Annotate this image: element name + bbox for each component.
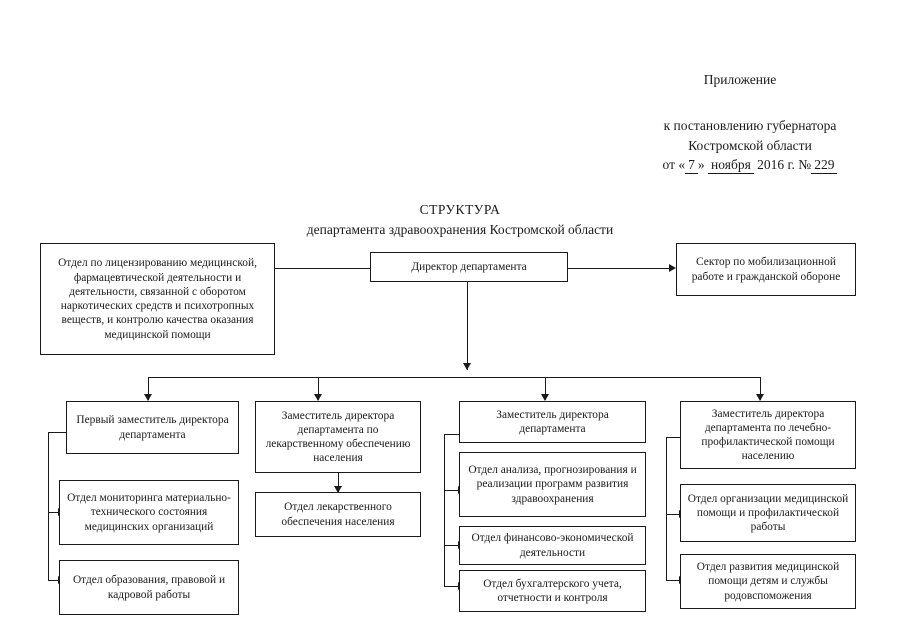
edge-director-stem xyxy=(467,282,468,370)
doc-number: 229 xyxy=(811,157,838,174)
date-month: ноября xyxy=(708,157,754,174)
date-quote-close: » xyxy=(697,157,705,173)
title-line-2: департамента здравоохранения Костромской… xyxy=(306,222,614,238)
arrowhead-col2 xyxy=(314,394,322,401)
rail-col3-branch-analysis xyxy=(444,490,459,491)
node-dept-education[interactable]: Отдел образования, правовой и кадровой р… xyxy=(59,560,239,615)
rail-col3-vertical xyxy=(444,434,445,586)
decree-reference: к постановлению губернатора Костромской … xyxy=(620,116,880,175)
node-mobilization-label: Сектор по мобилизационной работе и гражд… xyxy=(691,256,841,283)
node-dept-monitoring-label: Отдел мониторинга материально-техническо… xyxy=(67,492,231,533)
edge-drop-col1 xyxy=(148,377,149,400)
node-dept-analysis[interactable]: Отдел анализа, прогнозирования и реализа… xyxy=(459,452,646,517)
date-year: 2016 г. № xyxy=(757,157,812,173)
node-dept-education-label: Отдел образования, правовой и кадровой р… xyxy=(72,574,226,601)
node-dept-finance-label: Отдел финансово-экономической деятельнос… xyxy=(471,532,634,559)
edge-director-mobilization xyxy=(568,268,673,269)
node-director-label: Директор департамента xyxy=(411,260,527,273)
node-licensing-label: Отдел по лицензированию медицинской, фар… xyxy=(58,257,257,341)
node-dept-children-label: Отдел развития медицинской помощи детям … xyxy=(696,561,840,602)
node-deputy-treatment-label: Заместитель директора департамента по ле… xyxy=(701,407,835,463)
rail-col1-branch-education xyxy=(48,580,59,581)
node-deputy-first[interactable]: Первый заместитель директора департамент… xyxy=(66,401,239,454)
node-dept-medorg-label: Отдел организации медицинской помощи и п… xyxy=(687,492,849,534)
rail-col3-branch-finance xyxy=(444,545,459,546)
rail-col1-vertical xyxy=(48,432,49,580)
title-line-1: СТРУКТУРА xyxy=(419,202,501,217)
node-director[interactable]: Директор департамента xyxy=(370,252,568,282)
edge-director-licensing xyxy=(275,268,370,269)
edge-drop-col4 xyxy=(760,377,761,400)
node-dept-accounting[interactable]: Отдел бухгалтерского учета, отчетности и… xyxy=(459,570,646,612)
node-deputy-general[interactable]: Заместитель директора департамента xyxy=(459,401,646,443)
rail-col1-top xyxy=(48,432,66,433)
rail-col4-branch-children xyxy=(666,580,680,581)
edge-drop-col3 xyxy=(545,377,546,400)
decree-line-2: Костромской области xyxy=(688,137,812,153)
arrowhead-col4 xyxy=(756,394,764,401)
node-dept-drugs[interactable]: Отдел лекарственного обеспечения населен… xyxy=(255,492,421,537)
arrowhead-mobilization xyxy=(669,264,676,272)
arrowhead-col1 xyxy=(144,394,152,401)
edge-drugs-dept xyxy=(338,473,339,492)
node-dept-medorg[interactable]: Отдел организации медицинской помощи и п… xyxy=(680,484,856,542)
arrowhead-drugs-dept xyxy=(334,486,342,493)
page-title: СТРУКТУРА департамента здравоохранения К… xyxy=(150,200,770,241)
arrowhead-col3 xyxy=(541,394,549,401)
node-dept-children[interactable]: Отдел развития медицинской помощи детям … xyxy=(680,554,856,609)
node-dept-accounting-label: Отдел бухгалтерского учета, отчетности и… xyxy=(483,577,622,604)
date-day: 7 xyxy=(685,157,698,174)
rail-col4-top xyxy=(666,437,687,438)
node-licensing[interactable]: Отдел по лицензированию медицинской, фар… xyxy=(40,243,275,355)
rail-col3-branch-accounting xyxy=(444,586,459,587)
node-mobilization[interactable]: Сектор по мобилизационной работе и гражд… xyxy=(676,243,856,296)
node-deputy-general-label: Заместитель директора департамента xyxy=(496,408,609,435)
node-deputy-first-label: Первый заместитель директора департамент… xyxy=(76,414,229,441)
distribution-bar xyxy=(148,377,761,378)
rail-col1-branch-monitoring xyxy=(48,512,59,513)
node-dept-finance[interactable]: Отдел финансово-экономической деятельнос… xyxy=(459,526,646,565)
arrowhead-director-stem xyxy=(463,363,471,370)
decree-line-1: к постановлению губернатора xyxy=(663,118,837,133)
node-dept-analysis-label: Отдел анализа, прогнозирования и реализа… xyxy=(468,464,637,505)
rail-col3-top xyxy=(444,434,466,435)
rail-col4-branch-medorg xyxy=(666,514,680,515)
rail-col4-vertical xyxy=(666,437,667,580)
node-dept-drugs-label: Отдел лекарственного обеспечения населен… xyxy=(281,501,395,528)
node-deputy-drugs-label: Заместитель директора департамента по ле… xyxy=(265,409,411,465)
date-prefix: от « xyxy=(662,157,686,173)
node-deputy-treatment[interactable]: Заместитель директора департамента по ле… xyxy=(680,401,856,469)
edge-drop-col2 xyxy=(318,377,319,400)
node-dept-monitoring[interactable]: Отдел мониторинга материально-техническо… xyxy=(59,480,239,545)
node-deputy-drugs[interactable]: Заместитель директора департамента по ле… xyxy=(255,401,421,473)
appendix-label: Приложение xyxy=(703,72,777,87)
